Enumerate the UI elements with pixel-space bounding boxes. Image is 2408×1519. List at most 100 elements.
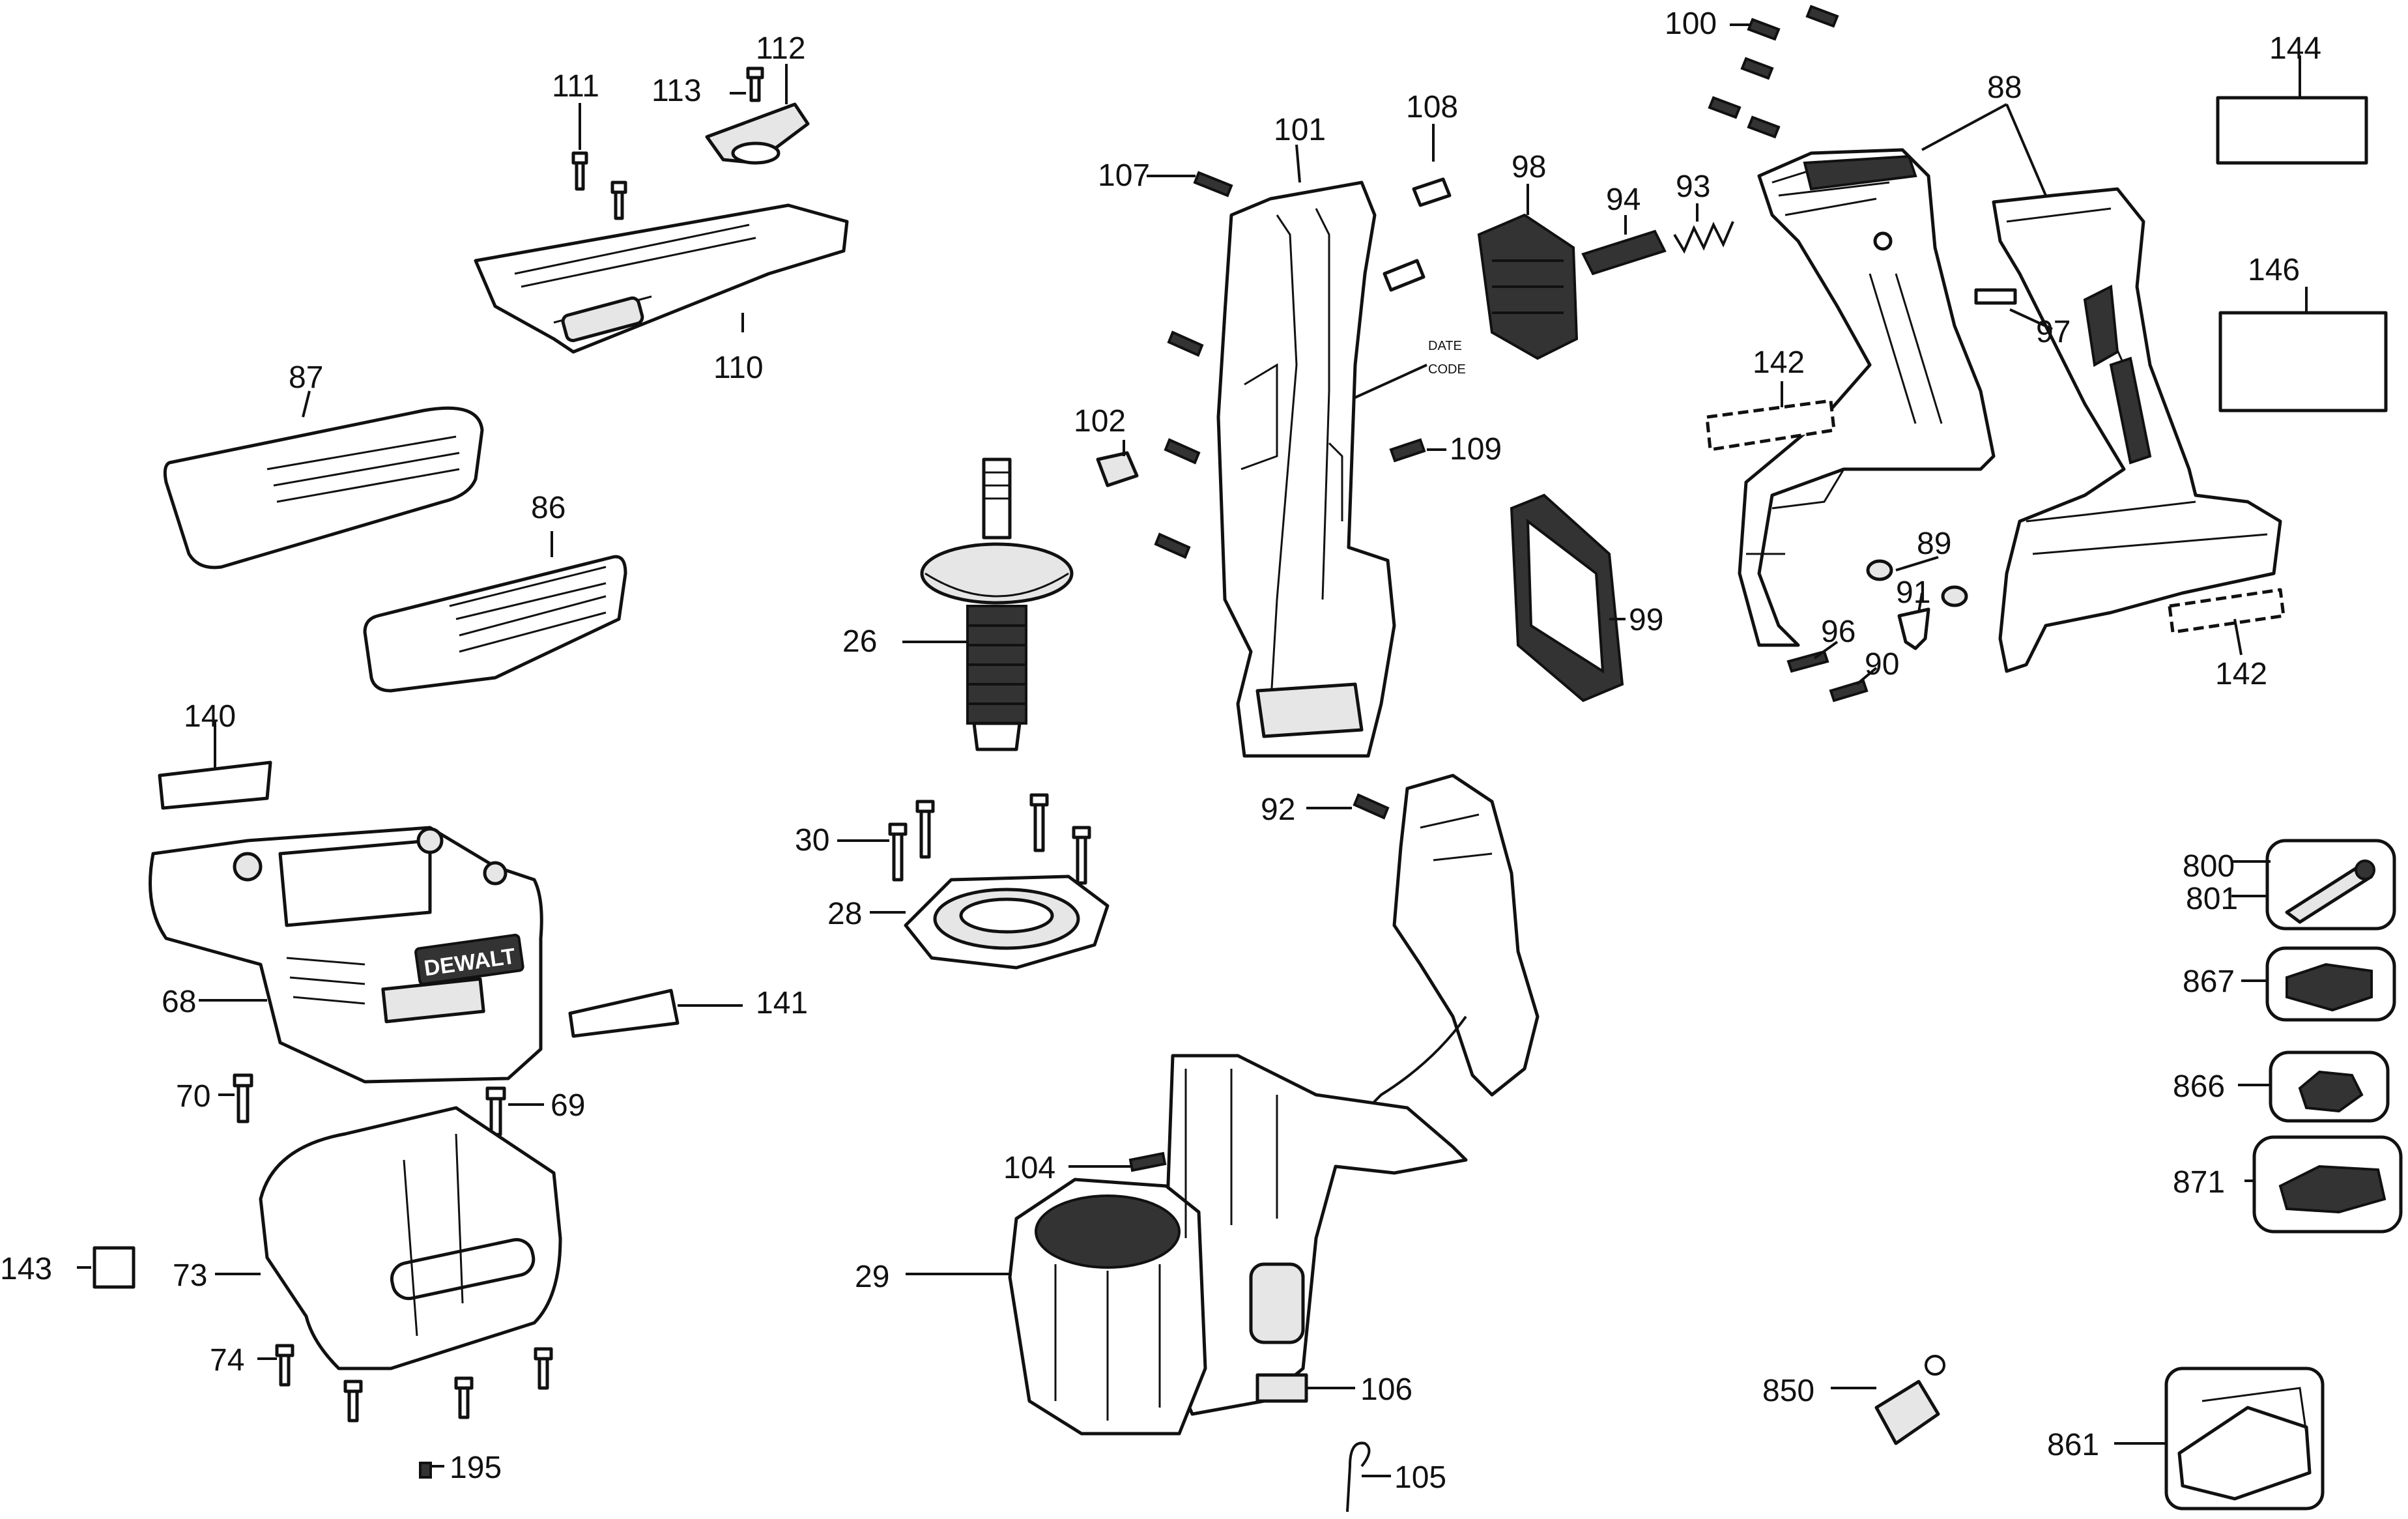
part-99-frame bbox=[1510, 493, 1624, 702]
part-850-tag bbox=[1874, 1355, 1945, 1445]
label-112: 112 bbox=[756, 31, 806, 66]
part-86-side-cover bbox=[363, 555, 627, 693]
part-93-spring bbox=[1673, 221, 1734, 254]
part-100-screws bbox=[1708, 5, 1839, 139]
label-106: 106 bbox=[1360, 1372, 1412, 1407]
label-144: 144 bbox=[2269, 31, 2321, 66]
part-68-gear-housing: DEWALT bbox=[149, 826, 543, 1084]
label-102: 102 bbox=[1074, 404, 1126, 439]
part-141-label bbox=[568, 989, 680, 1038]
label-29: 29 bbox=[855, 1260, 889, 1294]
part-871-accessory bbox=[2252, 1135, 2403, 1234]
label-140: 140 bbox=[184, 699, 236, 734]
label-110: 110 bbox=[713, 351, 764, 385]
part-26-armature bbox=[920, 457, 1074, 751]
part-87-side-cover bbox=[163, 406, 484, 570]
label-104: 104 bbox=[1003, 1151, 1055, 1185]
label-70: 70 bbox=[176, 1079, 210, 1114]
label-92: 92 bbox=[1261, 792, 1295, 827]
part-144-box bbox=[2216, 96, 2368, 165]
label-871: 871 bbox=[2173, 1165, 2225, 1200]
label-861: 861 bbox=[2047, 1428, 2099, 1462]
part-102-clip bbox=[1096, 451, 1139, 487]
part-70-screw bbox=[233, 1073, 253, 1123]
part-30-screws bbox=[888, 793, 1091, 885]
label-87: 87 bbox=[289, 360, 323, 395]
label-30: 30 bbox=[795, 823, 829, 858]
part-112-knob bbox=[705, 102, 810, 165]
part-146-box bbox=[2218, 311, 2388, 412]
date-code-line1: DATE bbox=[1428, 339, 1462, 353]
label-99: 99 bbox=[1629, 603, 1663, 637]
label-28: 28 bbox=[827, 897, 862, 931]
part-101-motor-housing bbox=[1216, 181, 1396, 758]
part-106-block bbox=[1255, 1373, 1308, 1403]
label-88: 88 bbox=[1987, 70, 2022, 105]
label-74: 74 bbox=[210, 1343, 244, 1378]
part-800-801-accessory bbox=[2265, 839, 2396, 931]
part-110-handle-cover bbox=[474, 203, 849, 354]
label-73: 73 bbox=[173, 1258, 207, 1293]
label-142-left: 142 bbox=[1753, 345, 1805, 380]
label-850: 850 bbox=[1762, 1374, 1814, 1408]
label-100: 100 bbox=[1665, 7, 1717, 41]
label-113: 113 bbox=[652, 74, 702, 108]
part-90-lever bbox=[1829, 679, 1869, 702]
part-142-label-left bbox=[1705, 399, 1836, 452]
part-142-label-right bbox=[2168, 588, 2286, 634]
label-98: 98 bbox=[1512, 150, 1546, 184]
label-93: 93 bbox=[1676, 169, 1710, 204]
label-86: 86 bbox=[531, 491, 566, 525]
label-69: 69 bbox=[551, 1088, 585, 1123]
part-88-housing-half-left bbox=[1738, 148, 1996, 647]
label-108: 108 bbox=[1406, 90, 1458, 124]
label-142-right: 142 bbox=[2215, 657, 2267, 691]
part-28-bearing-plate bbox=[904, 875, 1110, 970]
label-143: 143 bbox=[0, 1252, 52, 1286]
part-73-lower-housing bbox=[259, 1106, 562, 1370]
part-94-shaft bbox=[1581, 229, 1667, 276]
label-109: 109 bbox=[1450, 432, 1502, 467]
label-26: 26 bbox=[842, 624, 877, 659]
label-146: 146 bbox=[2248, 253, 2300, 287]
part-107-screw bbox=[1193, 171, 1233, 197]
part-111-screws bbox=[571, 151, 627, 220]
part-91-latch bbox=[1897, 607, 1930, 650]
label-107: 107 bbox=[1098, 158, 1150, 193]
label-195: 195 bbox=[450, 1451, 502, 1485]
label-866: 866 bbox=[2173, 1069, 2225, 1104]
label-111: 111 bbox=[552, 69, 599, 104]
part-number-labels: 111 113 112 110 87 86 140 68 141 70 69 1… bbox=[0, 7, 2321, 1495]
part-92-screw bbox=[1353, 793, 1390, 820]
label-97: 97 bbox=[2036, 315, 2071, 349]
part-29-field-switch-assembly bbox=[1008, 774, 1540, 1436]
part-195-screw bbox=[419, 1462, 432, 1479]
label-96: 96 bbox=[1821, 615, 1856, 649]
part-74-screws bbox=[275, 1344, 553, 1423]
part-105-wire bbox=[1346, 1441, 1371, 1512]
label-89: 89 bbox=[1917, 527, 1951, 561]
label-91: 91 bbox=[1896, 575, 1930, 610]
part-98-seal bbox=[1477, 213, 1579, 360]
label-867: 867 bbox=[2183, 964, 2235, 999]
label-801: 801 bbox=[2186, 882, 2238, 916]
part-861-case bbox=[2164, 1367, 2325, 1511]
date-code-line2: CODE bbox=[1428, 362, 1466, 377]
part-143-box bbox=[93, 1246, 136, 1289]
part-69-screw bbox=[485, 1086, 506, 1136]
label-94: 94 bbox=[1606, 182, 1641, 217]
leader-lines bbox=[77, 23, 2308, 1477]
part-867-accessory bbox=[2265, 946, 2396, 1022]
part-101-side-screws bbox=[1154, 330, 1204, 559]
label-68: 68 bbox=[162, 985, 196, 1019]
part-104-screw bbox=[1128, 1151, 1167, 1172]
label-90: 90 bbox=[1865, 647, 1899, 682]
part-140-label bbox=[158, 760, 272, 810]
part-108-screws bbox=[1383, 177, 1452, 292]
label-101: 101 bbox=[1274, 113, 1326, 147]
part-113-screw bbox=[746, 66, 764, 102]
part-97-housing-half-right bbox=[1974, 187, 2282, 673]
label-800: 800 bbox=[2183, 849, 2235, 884]
part-866-accessory bbox=[2269, 1050, 2390, 1123]
